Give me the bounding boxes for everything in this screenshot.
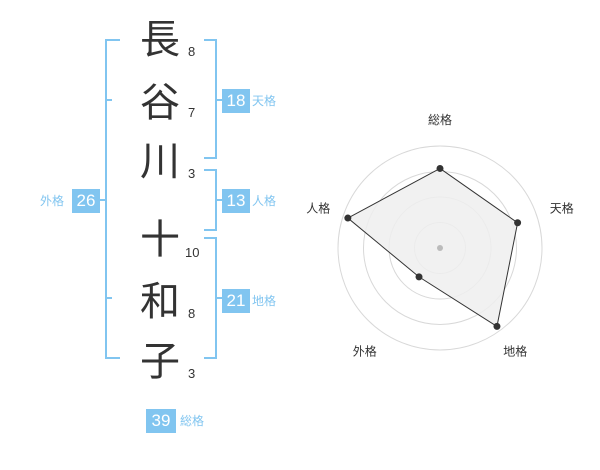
radar-point-3 (493, 322, 501, 330)
stroke-count-4: 10 (185, 245, 200, 260)
name-char-2: 谷 (140, 80, 180, 126)
jinkaku-score: 13 (222, 189, 250, 213)
gaikaku-score: 26 (72, 189, 100, 213)
radar-axis-label: 地格 (503, 344, 527, 359)
name-char-1: 長 (140, 17, 180, 63)
gaikaku-label: 外格 (40, 194, 65, 208)
radar-point-2 (514, 219, 522, 227)
radar-axis-label: 外格 (353, 344, 377, 359)
jinkaku-label: 人格 (252, 194, 277, 208)
name-char-6: 子 (140, 339, 180, 385)
chikaku-bracket (204, 237, 222, 359)
radar-area (346, 167, 519, 328)
name-char-5: 和 (140, 279, 180, 325)
radar-point-5 (344, 214, 352, 222)
gaikaku-bracket (100, 39, 120, 359)
radar-ring (337, 145, 543, 351)
soukaku-score: 39 (146, 409, 176, 433)
radar-axis-label: 天格 (550, 200, 574, 215)
jinkaku-bracket (204, 169, 222, 231)
stroke-count-1: 8 (188, 44, 196, 59)
radar-center (437, 245, 443, 251)
name-char-3: 川 (140, 139, 180, 185)
stroke-count-2: 7 (188, 105, 196, 120)
chikaku-score: 21 (222, 289, 250, 313)
tenkaku-bracket (204, 39, 222, 159)
radar-point-1 (436, 164, 444, 172)
stroke-count-5: 8 (188, 306, 196, 321)
radar-axis-label: 人格 (306, 200, 330, 215)
radar-axis-label: 総格 (428, 112, 452, 127)
soukaku-label: 総格 (180, 414, 205, 428)
tenkaku-label: 天格 (252, 94, 277, 108)
tenkaku-score: 18 (222, 89, 250, 113)
name-char-4: 十 (140, 217, 180, 263)
radar-point-4 (415, 273, 423, 281)
stroke-count-3: 3 (188, 166, 196, 181)
chikaku-label: 地格 (252, 294, 277, 308)
stroke-count-6: 3 (188, 366, 196, 381)
